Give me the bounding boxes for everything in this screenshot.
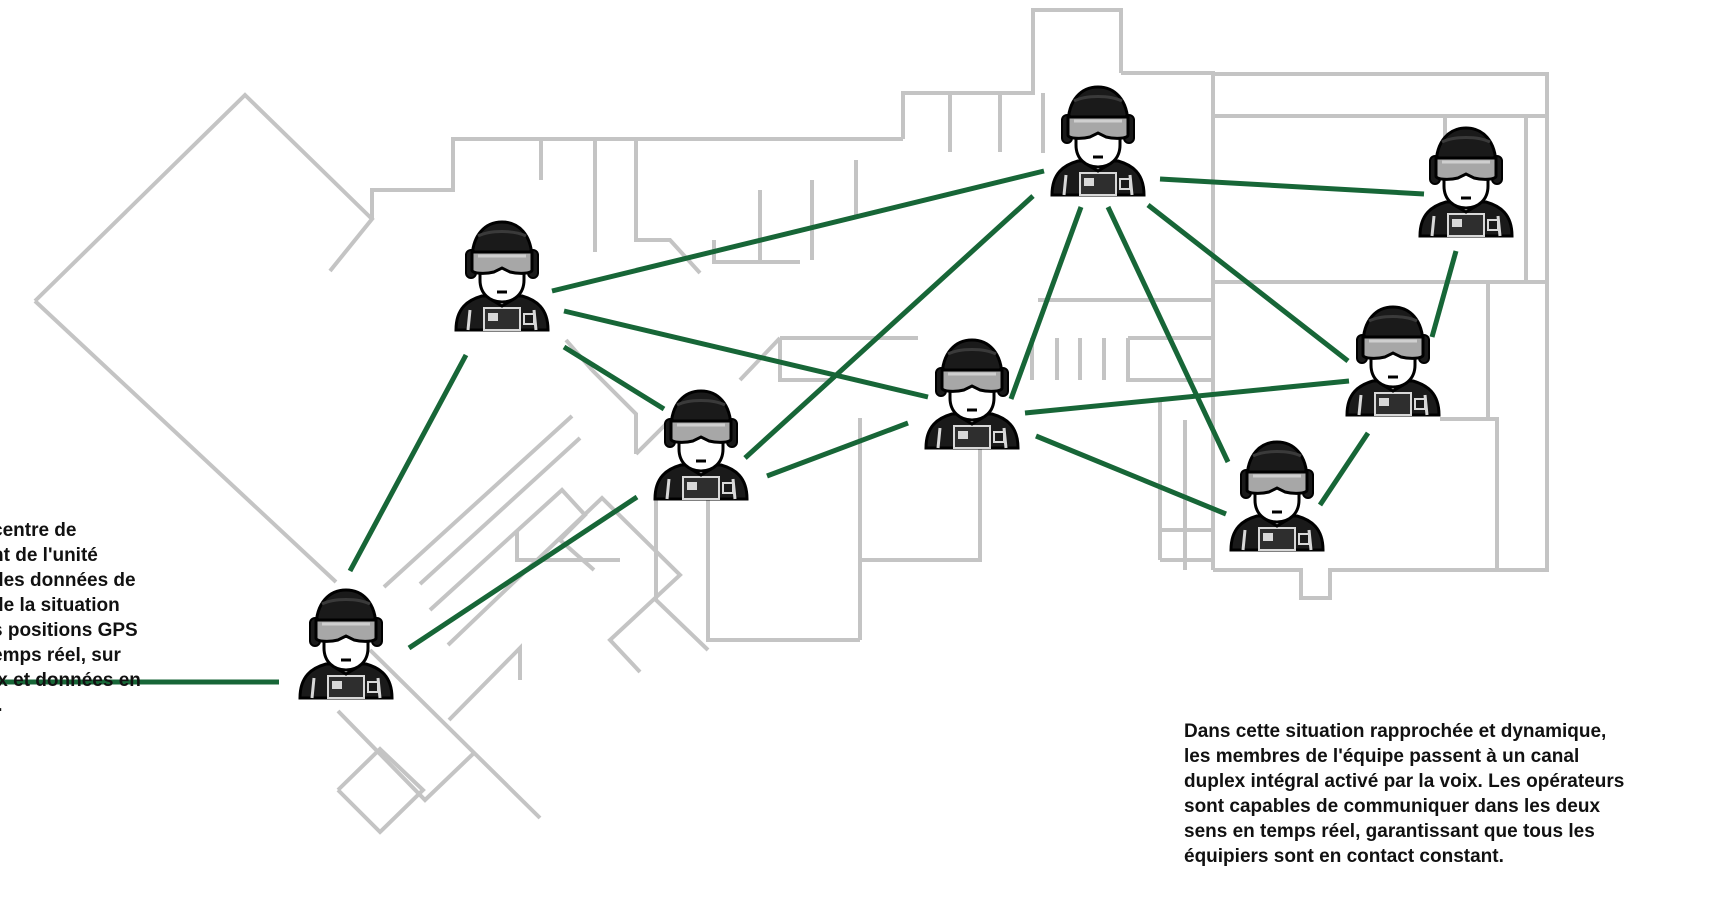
operator-icon	[1229, 440, 1325, 552]
caption-right: Dans cette situation rapprochée et dynam…	[1184, 719, 1704, 869]
link-line	[766, 420, 909, 479]
caption-left-line: nt de l'unité	[0, 545, 98, 566]
floor-plan	[33, 8, 1549, 835]
link-line	[1035, 433, 1227, 517]
operator-icon	[454, 220, 550, 332]
caption-right-line: sens en temps réel, garantissant que tou…	[1184, 821, 1595, 842]
caption-right-line: Dans cette situation rapprochée et dynam…	[1184, 721, 1607, 742]
caption-right-line: équipiers sont en contact constant.	[1184, 846, 1504, 867]
caption-left-line: de la situation	[0, 595, 120, 616]
caption-right-line: sont capables de communiquer dans les de…	[1184, 796, 1601, 817]
link-line	[551, 168, 1045, 294]
caption-right-line: les membres de l'équipe passent à un can…	[1184, 746, 1580, 767]
link-line	[743, 194, 1035, 460]
link-line	[562, 344, 666, 412]
operator-icon	[924, 338, 1020, 450]
caption-left-line: emps réel, sur	[0, 645, 121, 666]
caption-left-line: ix et données en	[0, 670, 141, 691]
link-line	[563, 308, 929, 400]
link-line	[1317, 431, 1371, 507]
link-line	[1008, 206, 1084, 400]
caption-left-line: l.	[0, 693, 182, 718]
link-line	[1159, 176, 1425, 197]
operator-icon	[298, 588, 394, 700]
link-line	[1105, 205, 1231, 464]
caption-left: centre de nt de l'unité des données de d…	[0, 518, 182, 718]
communication-links	[347, 168, 1459, 651]
link-line	[1429, 250, 1459, 338]
caption-left-line: s positions GPS	[0, 620, 138, 641]
link-line	[407, 494, 639, 651]
caption-right-line: duplex intégral activé par la voix. Les …	[1184, 771, 1625, 792]
link-line	[1024, 378, 1350, 416]
operator-icon	[653, 389, 749, 501]
link-line	[347, 353, 469, 573]
operator-icon	[1418, 126, 1514, 238]
caption-left-line: des données de	[0, 570, 136, 591]
operator-icon	[1345, 305, 1441, 417]
link-line	[1146, 203, 1350, 363]
operator-icon	[1050, 85, 1146, 197]
caption-left-line: centre de	[0, 520, 77, 541]
